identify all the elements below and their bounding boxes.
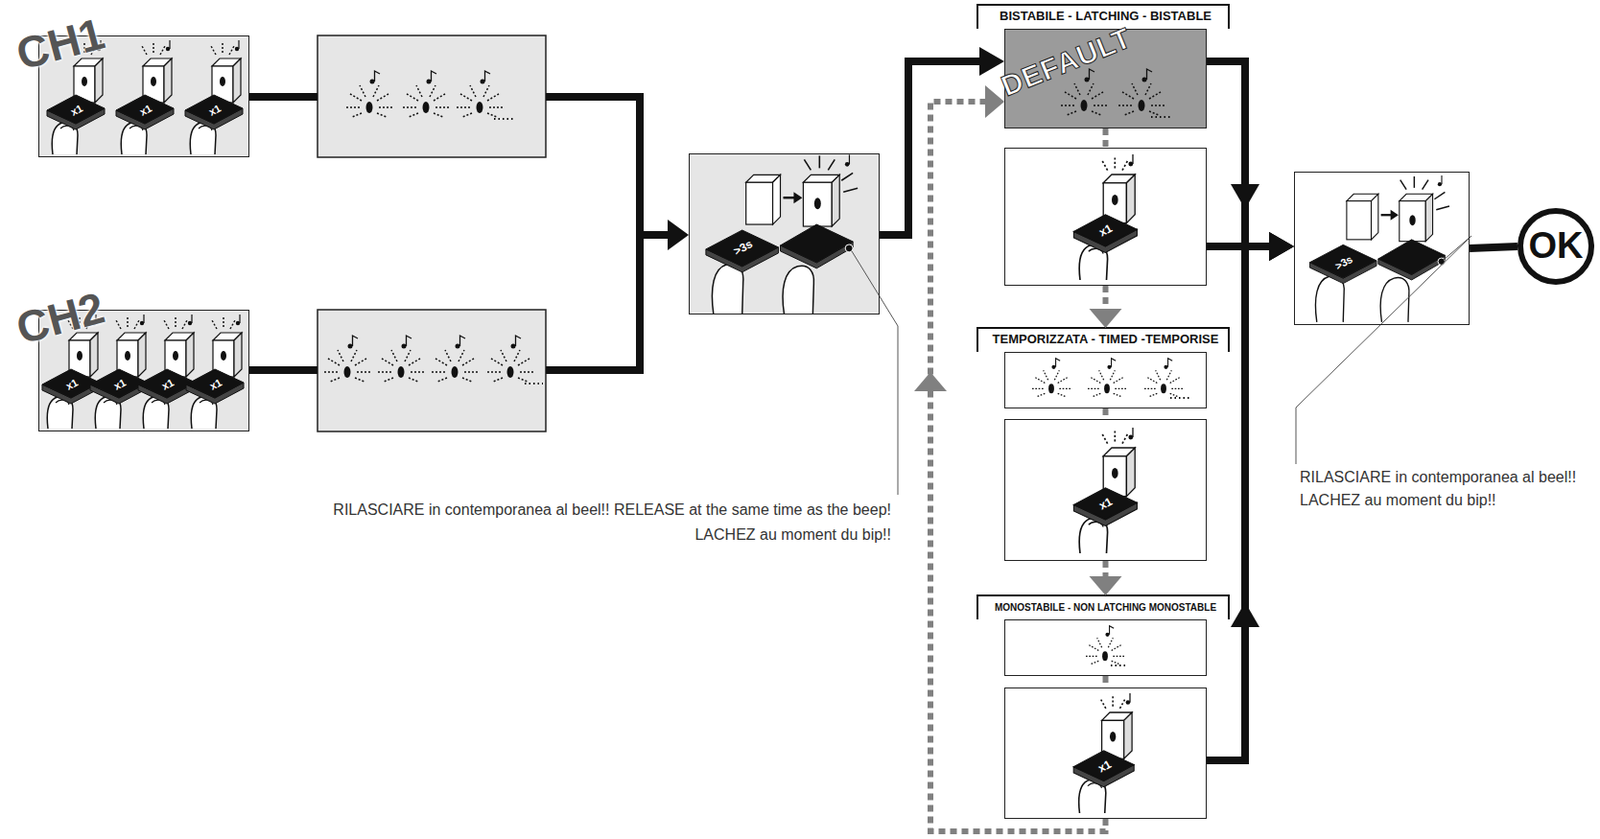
- leader-lines: [851, 235, 1472, 495]
- press-figure: [1073, 427, 1137, 554]
- beep-symbol: [402, 70, 449, 118]
- beep-symbol: [377, 335, 424, 382]
- connector: [879, 47, 1005, 236]
- button-label: >3s: [1333, 253, 1355, 273]
- mode-box: BISTABILE - LATCHING - BISTABLEDEFAULT: [1004, 28, 1207, 129]
- connector-line: [1103, 676, 1109, 688]
- press-box: CH2x1x1x1x1: [38, 309, 250, 432]
- connector-line: [1206, 246, 1277, 761]
- press-box: CH1x1x1x1: [38, 35, 250, 158]
- beep-symbol: [1032, 358, 1071, 398]
- press-figure: [138, 314, 196, 429]
- connector: [1089, 561, 1123, 596]
- arrowhead: [1269, 232, 1295, 261]
- press-figures: [42, 40, 1450, 814]
- arrowhead: [985, 85, 1005, 118]
- button-label: x1: [138, 102, 155, 119]
- connector: [914, 85, 1106, 832]
- press-figure: [186, 314, 244, 429]
- arrowhead: [914, 372, 947, 392]
- button-label: x1: [1097, 495, 1115, 514]
- beep-symbol: [346, 70, 393, 118]
- channel-lines: [249, 96, 672, 371]
- hold-figure: [705, 154, 858, 314]
- beep-symbol: [456, 70, 503, 118]
- press-figure: [1073, 154, 1137, 281]
- beep-symbol: [487, 335, 534, 382]
- arrowhead: [1230, 184, 1260, 210]
- arrowhead: [667, 219, 689, 251]
- note-text: RILASCIARE in contemporanea al beel!!: [1297, 468, 1578, 488]
- default-watermark: DEFAULT: [996, 21, 1137, 104]
- connector: [1105, 676, 1106, 688]
- connector-line: [1206, 61, 1277, 247]
- button-label: x1: [112, 376, 129, 394]
- channel-label: CH2: [11, 282, 111, 355]
- arrowhead: [1089, 308, 1123, 329]
- hold-figure: [1309, 175, 1449, 323]
- connector: [1206, 61, 1295, 261]
- press-figure: [116, 40, 174, 155]
- beep-symbol: [1087, 358, 1127, 398]
- connector: [1105, 408, 1106, 420]
- beep-symbol: [431, 335, 478, 382]
- hold-box: >3s: [1294, 171, 1470, 326]
- connector-line: [1103, 408, 1109, 420]
- beeps: [324, 69, 1183, 665]
- arrowhead: [1230, 602, 1260, 628]
- mode-box: TEMPORIZZATA - TIMED -TEMPORISE: [1004, 352, 1207, 409]
- arrowhead: [1089, 576, 1123, 596]
- continuation-dots: [494, 117, 1190, 666]
- button-label: x1: [207, 102, 224, 119]
- button-label: x1: [1096, 758, 1114, 777]
- button-label: x1: [1097, 222, 1115, 240]
- press-box: x1: [1004, 419, 1207, 562]
- connector-line: [1469, 246, 1518, 249]
- hold-box: >3s: [688, 153, 880, 315]
- mode-heading: MONOSTABILE - NON LATCHING MONOSTABLE: [991, 600, 1220, 616]
- button-label: x1: [64, 376, 81, 394]
- button-label: x1: [160, 376, 177, 394]
- beep-box: [317, 309, 546, 432]
- button-label: >3s: [731, 237, 755, 259]
- press-figure: [1073, 693, 1134, 814]
- beep-symbol: [1085, 626, 1125, 665]
- beep-symbol: [324, 335, 371, 382]
- ok-label: OK: [1529, 225, 1584, 268]
- arrowhead: [1269, 232, 1295, 261]
- button-label: x1: [208, 376, 225, 394]
- ok-circle: OK: [1517, 208, 1595, 285]
- press-box: x1: [1004, 687, 1207, 820]
- connector: [1469, 246, 1518, 249]
- mode-box: MONOSTABILE - NON LATCHING MONOSTABLE: [1004, 619, 1207, 677]
- channel-label: CH1: [11, 8, 111, 81]
- press-box: x1: [1004, 147, 1207, 286]
- connector-line: [1103, 128, 1109, 148]
- beep-box: [317, 35, 546, 158]
- mode-heading: BISTABILE - LATCHING - BISTABLE: [996, 7, 1215, 25]
- arrowhead: [1269, 232, 1295, 261]
- connector-line: [930, 101, 1106, 832]
- connector: [1105, 128, 1106, 148]
- beep-symbol: [1118, 69, 1165, 116]
- press-figure: [185, 40, 243, 155]
- box-fill: [688, 153, 880, 315]
- connector: [1206, 232, 1295, 761]
- note-text: LACHEZ au moment du bip!!: [1297, 491, 1499, 511]
- note-text: RILASCIARE in contemporanea al beel!! RE…: [330, 500, 894, 520]
- mode-heading: TEMPORIZZATA - TIMED -TEMPORISE: [989, 330, 1223, 349]
- connector: [1089, 285, 1123, 329]
- beep-symbol: [1144, 358, 1183, 398]
- button-label: x1: [69, 102, 86, 119]
- mode-brackets: [977, 4, 1229, 620]
- note-text: LACHEZ au moment du bip!!: [692, 525, 894, 545]
